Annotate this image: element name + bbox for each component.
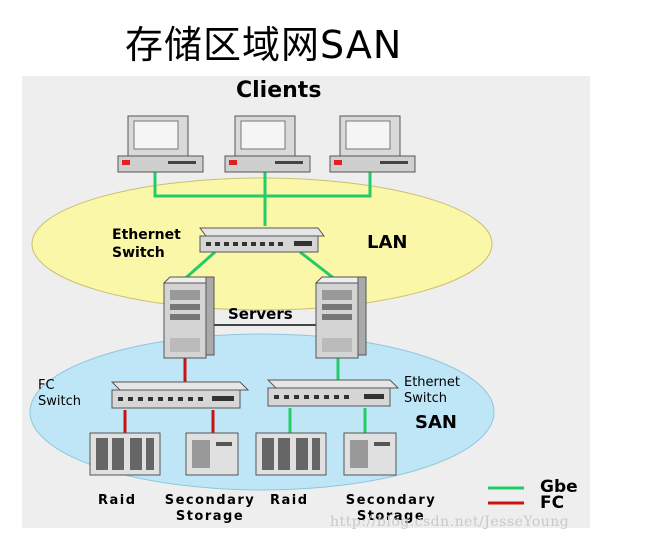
client-computer-2 xyxy=(224,115,311,173)
client-computer-1 xyxy=(117,115,204,173)
fc-switch-label-line1: FC xyxy=(38,378,55,393)
fc-switch-label-line2: Switch xyxy=(38,394,81,409)
raid-storage-2 xyxy=(255,432,327,476)
lan-label: LAN xyxy=(367,232,408,253)
ethernet-switch-san xyxy=(266,379,400,407)
ethernet-switch-label-line1: Ethernet xyxy=(112,227,181,243)
secondary-storage-label-2: Secondary Storage xyxy=(338,493,444,525)
server-1 xyxy=(162,276,215,359)
raid-storage-1 xyxy=(89,432,161,476)
ethernet-switch-san-label: Ethernet Switch xyxy=(404,375,460,407)
page-title: 存储区域网SAN xyxy=(125,23,403,67)
clients-label: Clients xyxy=(236,78,322,103)
server-2 xyxy=(314,276,367,359)
fc-switch xyxy=(110,381,250,409)
san-label: SAN xyxy=(415,412,457,433)
gbe-links-storage xyxy=(288,408,367,433)
secondary-storage-label-1-line1: Secondary xyxy=(164,493,256,508)
secondary-storage-label-2-line2: Storage xyxy=(356,509,426,524)
secondary-storage-label-1: Secondary Storage xyxy=(158,493,262,525)
legend-fc-label: FC xyxy=(540,493,565,513)
secondary-storage-2 xyxy=(343,432,397,476)
gbe-links-clients xyxy=(153,172,372,226)
ethernet-switch-label: Ethernet Switch xyxy=(112,226,181,262)
ethernet-switch-san-label-line1: Ethernet xyxy=(404,375,460,390)
raid-label-2: Raid xyxy=(270,493,309,508)
ethernet-switch-san-label-line2: Switch xyxy=(404,391,447,406)
ethernet-switch-label-line2: Switch xyxy=(112,245,165,261)
fc-links-storage xyxy=(123,410,215,433)
secondary-storage-label-2-line1: Secondary xyxy=(345,493,437,508)
secondary-storage-1 xyxy=(185,432,239,476)
ethernet-switch-lan xyxy=(199,227,325,253)
raid-label-1: Raid xyxy=(98,493,137,508)
client-computer-3 xyxy=(329,115,416,173)
servers-label: Servers xyxy=(228,305,293,323)
fc-switch-label: FC Switch xyxy=(38,378,81,410)
legend-gbe-label: Gbe xyxy=(540,477,578,497)
secondary-storage-label-1-line2: Storage xyxy=(175,509,245,524)
watermark: http://blog.csdn.net/JesseYoung xyxy=(330,514,570,530)
